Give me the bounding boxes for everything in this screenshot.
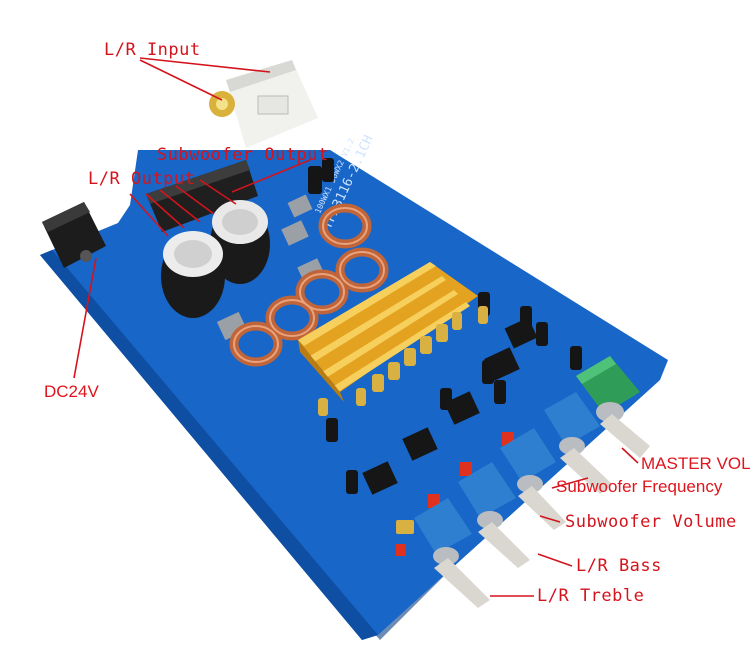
filter-capacitors bbox=[161, 200, 270, 318]
jumpers bbox=[396, 432, 514, 556]
potentiometers bbox=[414, 356, 650, 608]
pot-master bbox=[576, 356, 650, 458]
speaker-output-terminals bbox=[146, 160, 258, 232]
toroid-coils bbox=[229, 203, 389, 367]
callout-lr-treble: L/R Treble bbox=[537, 586, 645, 606]
callout-subwoofer-frequency: Subwoofer Frequency bbox=[556, 477, 723, 496]
rca-input-jacks bbox=[209, 60, 318, 148]
pot-sub-vol bbox=[500, 428, 566, 530]
callout-lr-bass: L/R Bass bbox=[576, 556, 662, 576]
callout-lines bbox=[73, 57, 639, 597]
dc-power-jack bbox=[42, 202, 106, 268]
smd-inductors bbox=[216, 194, 325, 341]
pot-treble bbox=[414, 498, 490, 608]
pot-sub-freq bbox=[544, 392, 612, 494]
op-amp-chips bbox=[362, 317, 538, 495]
callout-subwoofer-volume: Subwoofer Volume bbox=[565, 512, 737, 532]
callout-lr-input: L/R Input bbox=[104, 40, 201, 60]
callout-dc24v: DC24V bbox=[44, 382, 99, 401]
heatsink bbox=[298, 262, 478, 402]
pot-bass bbox=[458, 462, 530, 568]
callout-lr-output: L/R Output bbox=[88, 169, 196, 189]
pcb-edge bbox=[40, 250, 378, 640]
callout-master-vol: MASTER VOL bbox=[641, 454, 750, 473]
callout-subwoofer-output: Subwoofer Output bbox=[157, 145, 329, 165]
